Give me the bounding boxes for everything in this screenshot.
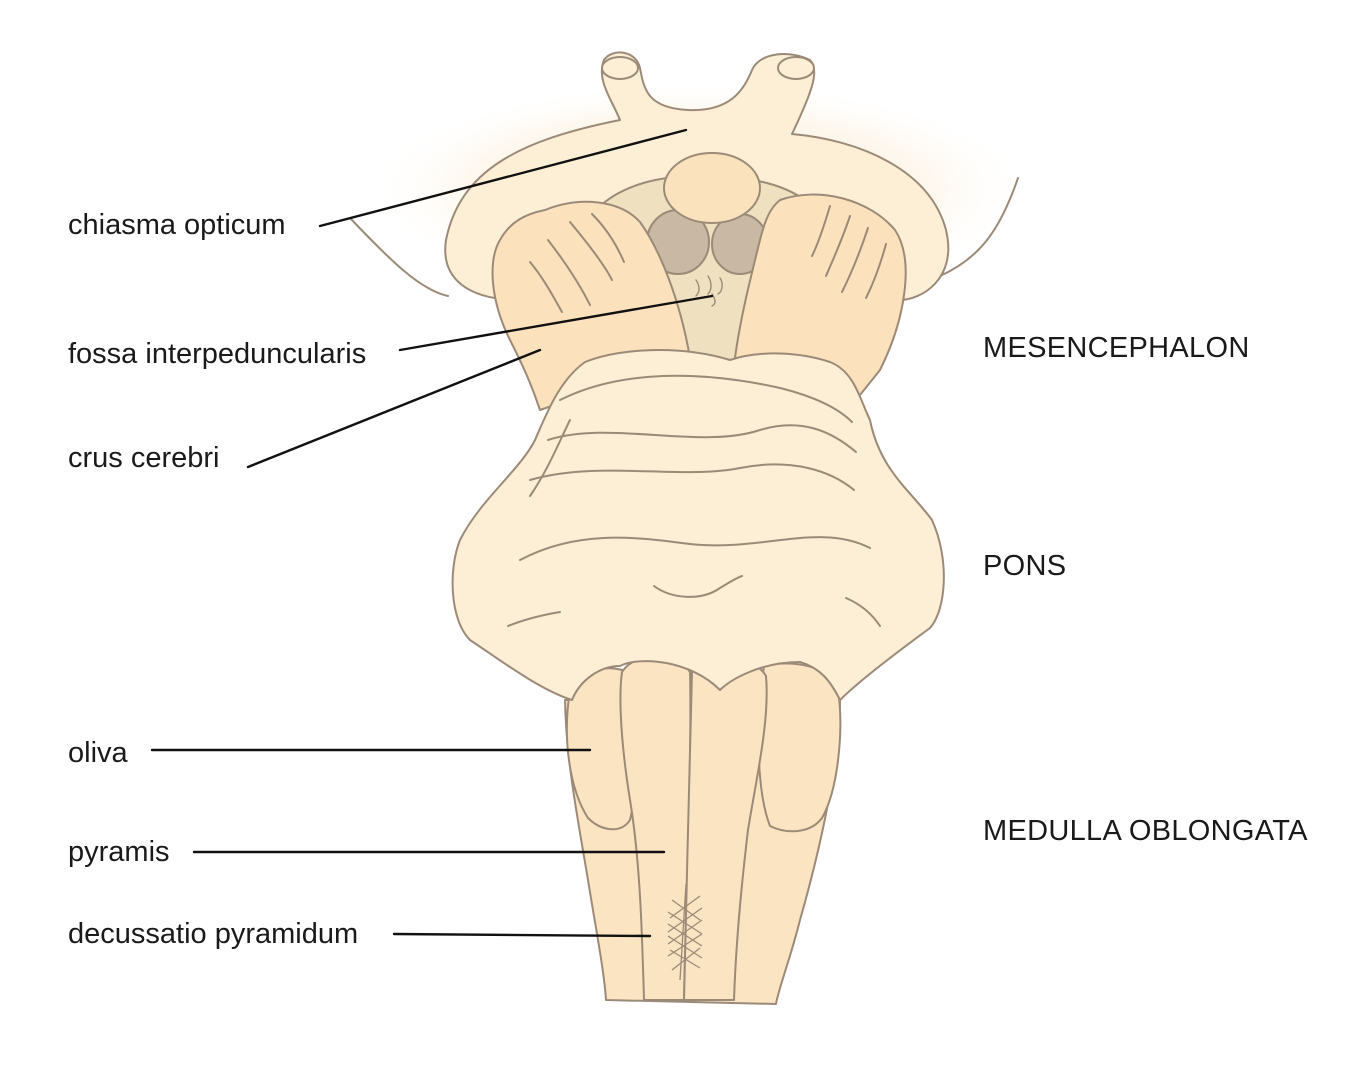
oliva-right xyxy=(757,662,842,833)
pyramis-right xyxy=(683,658,768,1001)
leader-chiasma-opticum xyxy=(318,128,688,228)
label-fossa-interpeduncularis: fossa interpeduncularis xyxy=(68,338,367,370)
region-mesencephalon: MESENCEPHALON xyxy=(983,332,1250,364)
label-decussatio-pyramidum: decussatio pyramidum xyxy=(68,918,359,950)
leader-crus-cerebri xyxy=(246,348,542,469)
pons-shape xyxy=(451,349,945,701)
optic-nerve-right xyxy=(777,56,815,80)
leader-decussatio-pyramidum xyxy=(392,932,652,938)
label-pyramis: pyramis xyxy=(68,836,170,868)
decussatio-hatching xyxy=(667,883,703,981)
label-crus-cerebri: crus cerebri xyxy=(68,442,220,474)
label-chiasma-opticum: chiasma opticum xyxy=(68,209,286,241)
optic-tract-right xyxy=(939,177,1019,277)
optic-tract-left xyxy=(349,217,449,297)
region-pons: PONS xyxy=(983,550,1067,582)
optic-nerve-left xyxy=(601,56,639,80)
label-oliva: oliva xyxy=(68,737,128,769)
region-medulla-oblongata: MEDULLA OBLONGATA xyxy=(983,815,1308,847)
infundibulum xyxy=(663,152,761,224)
leader-fossa-interpeduncularis xyxy=(398,294,714,352)
